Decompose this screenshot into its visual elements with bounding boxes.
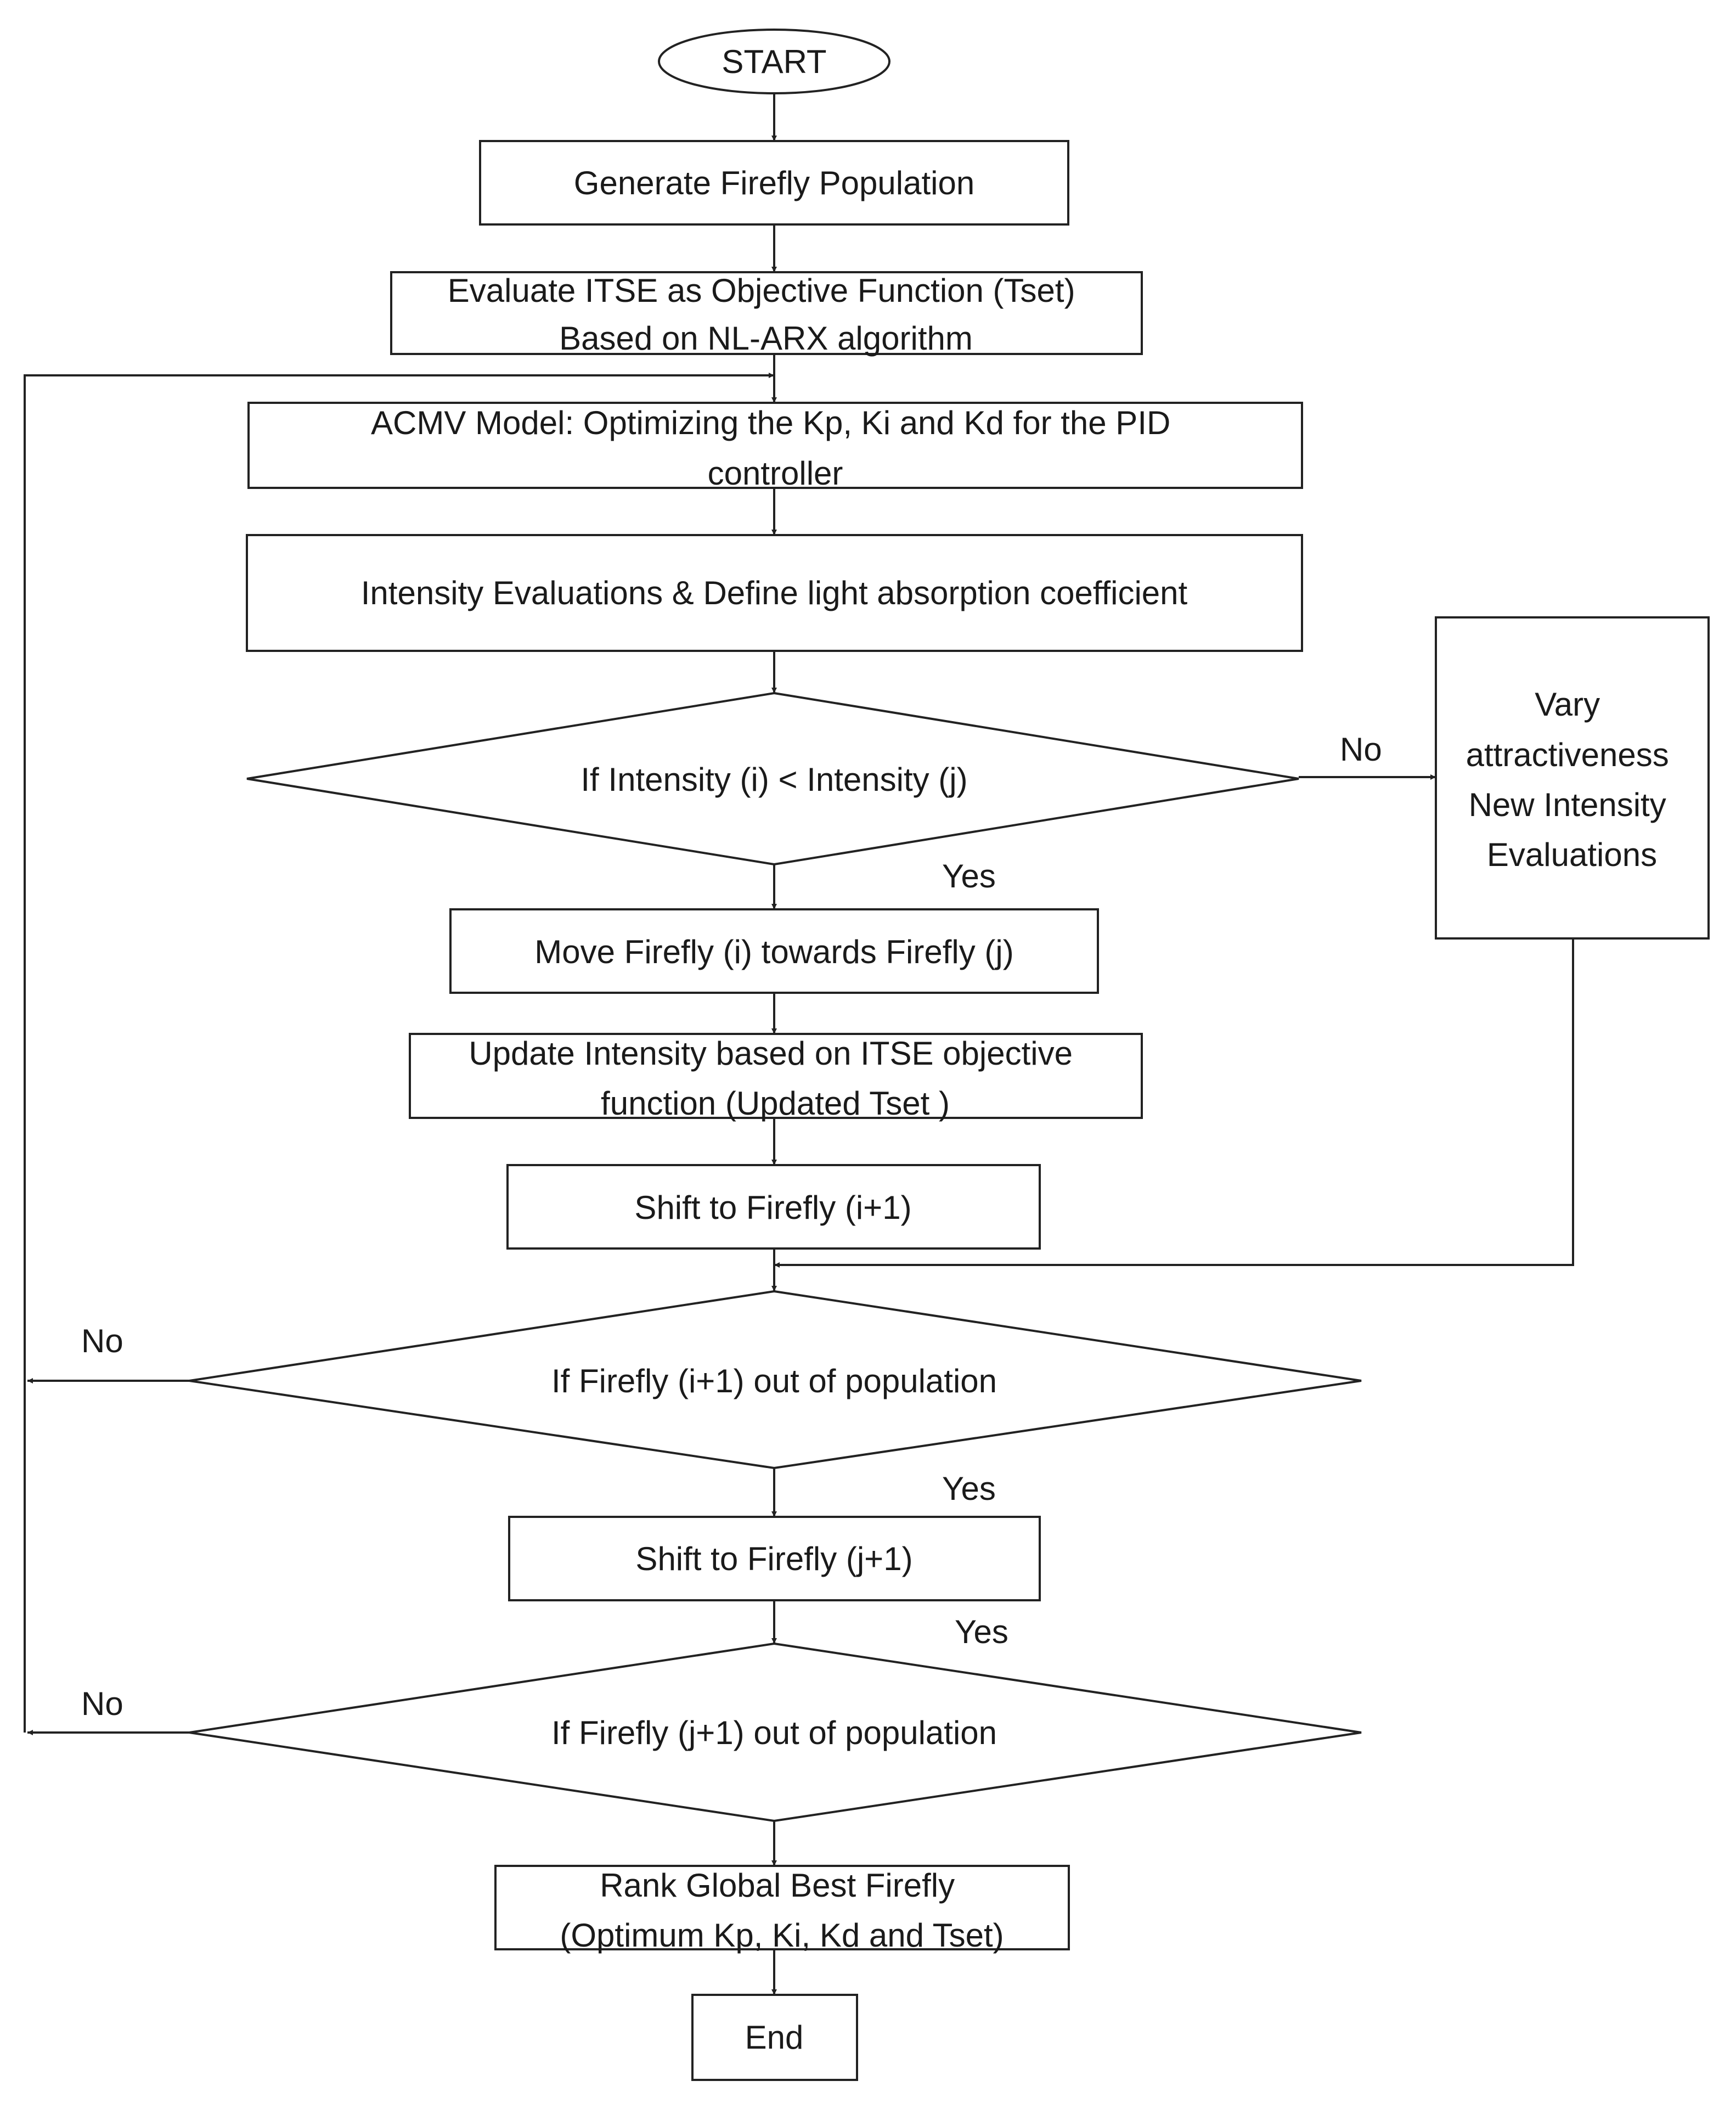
end-label: End <box>745 2019 804 2056</box>
acmv-model-label: ACMV Model: Optimizing the Kp, Ki and Kd… <box>371 404 1180 492</box>
acmv-model-box: ACMV Model: Optimizing the Kp, Ki and Kd… <box>247 402 1303 492</box>
intensity-evaluations-label: Intensity Evaluations & Define light abs… <box>361 575 1188 611</box>
rank-best-rect <box>494 1865 1070 1950</box>
connector-loop-back-to-acmv <box>24 373 774 1733</box>
update-intensity-label: Update Intensity based on ITSE objective… <box>469 1035 1081 1122</box>
intensity-decision-diamond <box>246 691 1299 866</box>
intensity-evaluations-rect <box>246 534 1303 652</box>
generate-population-rect <box>479 140 1069 226</box>
shift-j-label: Shift to Firefly (j+1) <box>635 1540 912 1577</box>
update-intensity-box: Update Intensity based on ITSE objective… <box>409 1033 1143 1122</box>
shift-i-rect <box>506 1164 1041 1250</box>
edge-label-i-out-no: No <box>81 1323 123 1359</box>
acmv-model-rect <box>247 402 1303 489</box>
evaluate-itse-rect <box>390 271 1143 355</box>
intensity-evaluations-box: Intensity Evaluations & Define light abs… <box>246 534 1303 652</box>
connector-vary-to-merge <box>774 938 1574 1268</box>
start-label: START <box>722 43 826 80</box>
shift-j-rect <box>508 1516 1041 1601</box>
decision-j-out: If Firefly (j+1) out of population <box>189 1642 1362 1823</box>
update-intensity-rect <box>409 1033 1143 1119</box>
decision-i-out-diamond <box>189 1290 1362 1470</box>
start-ellipse <box>658 29 890 94</box>
evaluate-itse-label: Evaluate ITSE as Objective Function (Tse… <box>448 272 1084 357</box>
end-rect <box>691 1994 858 2081</box>
decision-j-out-label: If Firefly (j+1) out of population <box>551 1714 997 1751</box>
edge-label-i-out-yes: Yes <box>942 1470 996 1507</box>
edge-label-shift-j-yes: Yes <box>955 1613 1008 1650</box>
rank-best-label: Rank Global Best Firefly (Optimum Kp, Ki… <box>560 1867 1004 1954</box>
decision-i-out-label: If Firefly (i+1) out of population <box>551 1363 997 1399</box>
generate-population-label: Generate Firefly Population <box>574 165 974 201</box>
decision-i-out: If Firefly (i+1) out of population <box>189 1290 1362 1470</box>
edge-label-j-out-no: No <box>81 1685 123 1722</box>
vary-attractiveness-rect <box>1435 616 1710 940</box>
edge-labels: No Yes No Yes Yes No <box>81 731 1382 1722</box>
decision-j-out-diamond <box>189 1642 1362 1823</box>
edge-label-intensity-yes: Yes <box>942 858 996 895</box>
start-node: START <box>658 29 890 94</box>
vary-attractiveness-label: Vary attractiveness New Intensity Evalua… <box>1466 686 1678 873</box>
end-box: End <box>691 1994 858 2081</box>
generate-population-box: Generate Firefly Population <box>479 140 1069 226</box>
move-firefly-rect <box>449 908 1099 994</box>
intensity-decision: If Intensity (i) < Intensity (j) <box>246 691 1299 866</box>
move-firefly-label: Move Firefly (i) towards Firefly (j) <box>534 933 1013 970</box>
intensity-decision-label: If Intensity (i) < Intensity (j) <box>580 761 967 798</box>
evaluate-itse-box: Evaluate ITSE as Objective Function (Tse… <box>390 271 1143 357</box>
rank-best-box: Rank Global Best Firefly (Optimum Kp, Ki… <box>494 1865 1070 1954</box>
shift-j-box: Shift to Firefly (j+1) <box>508 1516 1041 1601</box>
edge-label-intensity-no: No <box>1340 731 1382 768</box>
shift-i-label: Shift to Firefly (i+1) <box>634 1189 911 1226</box>
move-firefly-box: Move Firefly (i) towards Firefly (j) <box>449 908 1099 994</box>
vary-attractiveness-box: Vary attractiveness New Intensity Evalua… <box>1435 616 1710 940</box>
connectors <box>24 93 1574 1995</box>
shift-i-box: Shift to Firefly (i+1) <box>506 1164 1041 1250</box>
